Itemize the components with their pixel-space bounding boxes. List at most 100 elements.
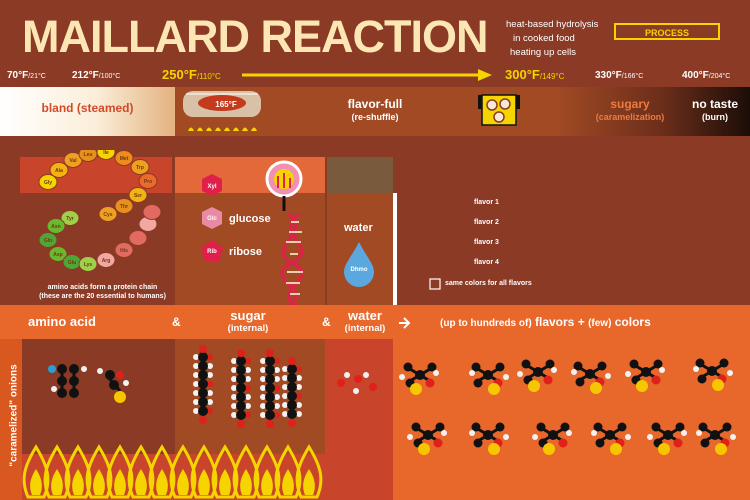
atom bbox=[296, 411, 302, 417]
atom bbox=[471, 362, 481, 372]
atom bbox=[193, 372, 199, 378]
flavor-item-1[interactable]: flavor 1 bbox=[474, 199, 499, 206]
atom bbox=[245, 367, 251, 373]
amino-bead-label: Pro bbox=[144, 179, 152, 185]
temperature-f: 212°F bbox=[72, 70, 99, 81]
sugar-heading: sugar bbox=[230, 308, 266, 323]
atom bbox=[287, 391, 297, 401]
atom bbox=[287, 373, 297, 383]
amino-bead: Trp bbox=[130, 159, 150, 175]
amino-bead-label: Tyr bbox=[66, 216, 73, 222]
result-arrow-icon bbox=[399, 317, 411, 329]
temperature-4: 300°F/149°C bbox=[505, 67, 564, 82]
atom bbox=[532, 434, 538, 440]
atom bbox=[597, 361, 607, 371]
atom bbox=[236, 365, 246, 375]
no-taste-sublabel: (burn) bbox=[702, 112, 728, 122]
atom bbox=[274, 394, 280, 400]
amino-bead: Ile bbox=[96, 150, 116, 160]
flame-core-icon bbox=[219, 469, 231, 495]
atom bbox=[407, 434, 413, 440]
amino-bead-label: Val bbox=[69, 158, 77, 164]
atom bbox=[245, 412, 251, 418]
temperature-f: 400°F bbox=[682, 70, 709, 81]
atom bbox=[558, 438, 568, 448]
atom bbox=[287, 382, 297, 392]
atom bbox=[193, 399, 199, 405]
flavor-item-4[interactable]: flavor 4 bbox=[474, 259, 499, 266]
amino-bead: Met bbox=[114, 150, 134, 166]
steamer-pot-icon bbox=[183, 91, 261, 131]
atom bbox=[548, 430, 558, 440]
temperature-f: 330°F bbox=[595, 70, 622, 81]
sugary-burn-panel: sugary (caramelization) no taste (burn) bbox=[555, 87, 750, 136]
same-colors-label[interactable]: same colors for all flavors bbox=[445, 280, 532, 287]
flame-core-icon bbox=[303, 469, 315, 495]
atom bbox=[605, 430, 615, 440]
amino-bead: Gly bbox=[38, 174, 58, 190]
amino-bead: Lys bbox=[78, 256, 98, 272]
atom bbox=[560, 422, 570, 432]
atom bbox=[673, 438, 683, 448]
amino-bead-label: Ser bbox=[134, 193, 142, 199]
temperature-f: 70°F bbox=[7, 70, 29, 81]
side-label: "caramelized" onions bbox=[8, 364, 20, 467]
atom bbox=[265, 383, 275, 393]
atom bbox=[231, 376, 237, 382]
temperature-c: /21°C bbox=[28, 73, 46, 80]
xylose-abbr: Xyl bbox=[207, 184, 217, 190]
temperature-1: 70°F/21°C bbox=[7, 70, 46, 81]
process-button[interactable]: PROCESS bbox=[614, 23, 720, 40]
atom bbox=[663, 430, 673, 440]
atom bbox=[57, 364, 67, 374]
atom bbox=[433, 370, 439, 376]
temperature-f: 250°F bbox=[162, 67, 197, 82]
amino-bead-label: Ala bbox=[55, 168, 63, 174]
atom bbox=[245, 358, 251, 364]
amp-2: & bbox=[322, 315, 331, 329]
atom bbox=[521, 359, 531, 369]
amino-bead bbox=[128, 230, 148, 246]
flavor-item-3[interactable]: flavor 3 bbox=[474, 239, 499, 246]
atom bbox=[573, 361, 583, 371]
atom bbox=[517, 371, 523, 377]
glucose-abbr: Glc bbox=[207, 216, 217, 222]
amino-bead-label: Gly bbox=[44, 180, 52, 186]
dna-helix-icon bbox=[280, 212, 304, 305]
flame-core-icon bbox=[93, 469, 105, 495]
amino-bead: Asp bbox=[48, 246, 68, 262]
atom bbox=[207, 381, 213, 387]
atom bbox=[653, 359, 663, 369]
atom bbox=[700, 438, 710, 448]
amino-bead-label: Glu bbox=[68, 260, 76, 266]
atom bbox=[198, 352, 208, 362]
atom bbox=[48, 365, 56, 373]
atom bbox=[266, 349, 274, 357]
atom bbox=[533, 367, 543, 377]
atom bbox=[274, 412, 280, 418]
temperature-f: 300°F bbox=[505, 67, 540, 82]
amino-bead: Asn bbox=[46, 218, 66, 234]
atom bbox=[69, 388, 79, 398]
atom bbox=[296, 366, 302, 372]
flavor-item-2[interactable]: flavor 2 bbox=[474, 219, 499, 226]
atom bbox=[296, 402, 302, 408]
atom bbox=[199, 345, 207, 353]
atom bbox=[193, 390, 199, 396]
ribose-pentagon-icon bbox=[201, 240, 223, 261]
amino-bead-label: Thr bbox=[120, 204, 128, 210]
same-colors-checkbox[interactable] bbox=[429, 278, 441, 290]
atom bbox=[641, 367, 651, 377]
atom bbox=[543, 443, 555, 455]
atom bbox=[237, 420, 245, 428]
result-line: (up to hundreds of) flavors + (few) colo… bbox=[440, 315, 651, 329]
pot-temperature: 165°F bbox=[215, 100, 237, 109]
atom bbox=[571, 369, 577, 375]
atom bbox=[418, 443, 430, 455]
atom bbox=[236, 356, 246, 366]
atom bbox=[265, 401, 275, 411]
atom bbox=[551, 367, 557, 373]
atom bbox=[595, 438, 605, 448]
amino-bead: Cys bbox=[98, 206, 118, 222]
